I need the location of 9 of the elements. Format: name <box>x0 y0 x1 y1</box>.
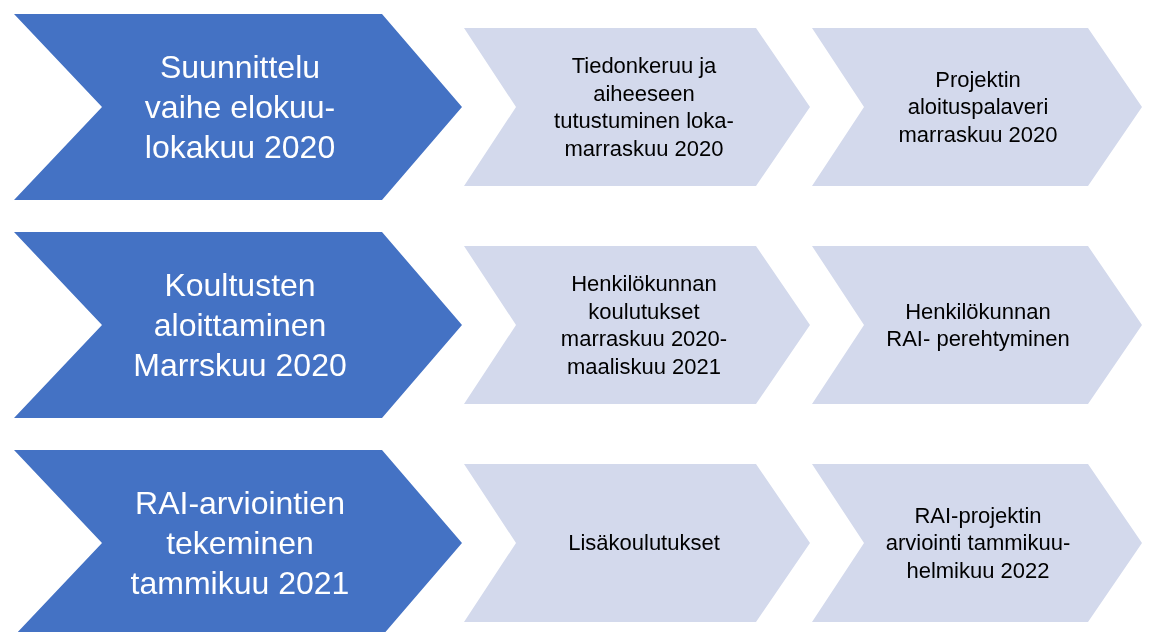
step-label: Tiedonkeruu ja aiheeseen tutustuminen loka-marraskuu 2020 <box>553 52 735 162</box>
phase-title: Koultusten aloittaminen Marrskuu 2020 <box>132 266 348 385</box>
phase-title: Suunnittelu vaihe elokuu-lokakuu 2020 <box>143 48 337 167</box>
step-label: Projektin aloituspalaveri marraskuu 2020 <box>897 65 1059 149</box>
phase-title: RAI-arviointien tekeminen tammikuu 2021 <box>129 484 351 603</box>
step-label: RAI-projektin arviointi tammikuu-helmikuu 2022 <box>884 501 1072 585</box>
step-label: Henkilökunnan koulutukset marraskuu 2020-maaliskuu 2021 <box>559 270 729 380</box>
step-label: Lisäkoulutukset <box>568 529 720 557</box>
step-label: Henkilökunnan RAI- perehtyminen <box>885 297 1071 353</box>
